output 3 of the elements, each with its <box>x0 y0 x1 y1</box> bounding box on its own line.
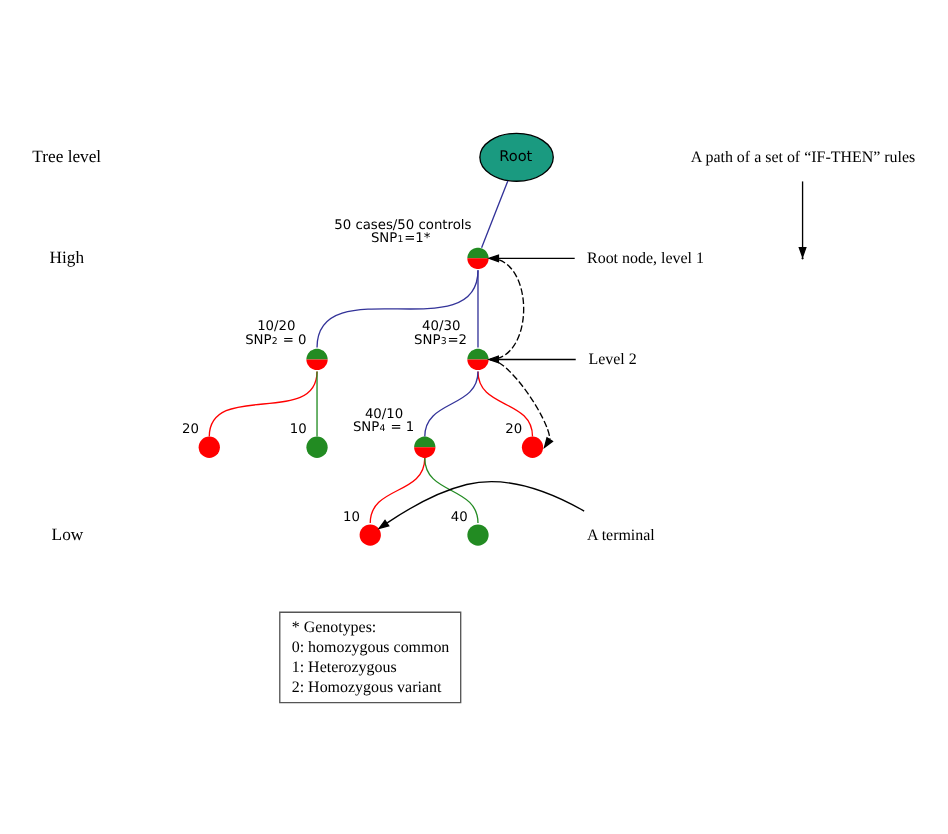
label: High <box>49 245 85 266</box>
label: Low <box>51 522 84 543</box>
label: Tree level <box>32 144 102 165</box>
